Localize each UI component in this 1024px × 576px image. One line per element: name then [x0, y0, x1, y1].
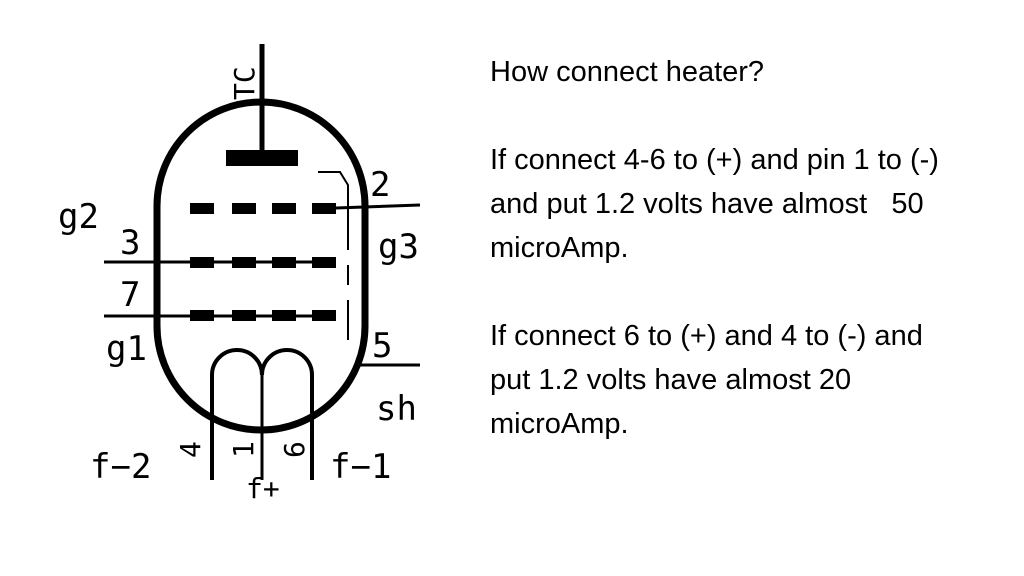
- lead-pin2: [335, 203, 421, 210]
- tube-diagram: TC g2 3 7 g1 2 g3 5 sh 4 1 6 f−2 f+ f−1: [58, 44, 421, 505]
- case2-text: If connect 6 to (+) and 4 to (-) and put…: [490, 314, 1010, 446]
- label-g2: g2: [58, 197, 99, 237]
- case1-line2: and put 1.2 volts have almost 50: [490, 188, 924, 220]
- label-pin3: 3: [120, 223, 140, 263]
- label-f-plus: f+: [246, 472, 280, 505]
- case2-line3: microAmp.: [490, 408, 629, 440]
- label-f-minus-1: f−1: [330, 447, 391, 487]
- notes-panel: How connect heater? If connect 4-6 to (+…: [490, 50, 1010, 490]
- label-pin7: 7: [120, 275, 140, 315]
- case2-line2: put 1.2 volts have almost 20: [490, 364, 852, 396]
- shield-connector: [318, 171, 349, 250]
- label-g1: g1: [106, 329, 147, 369]
- grid-g3: [190, 203, 336, 214]
- case1-line1: If connect 4-6 to (+) and pin 1 to (-): [490, 144, 939, 176]
- question-line: How connect heater?: [490, 56, 765, 88]
- case1-line3: microAmp.: [490, 232, 629, 264]
- case2-line1: If connect 6 to (+) and 4 to (-) and: [490, 320, 923, 352]
- top-cap-label: TC: [228, 66, 261, 100]
- label-pin4: 4: [174, 441, 207, 458]
- question-text: How connect heater?: [490, 50, 1010, 94]
- label-sh: sh: [376, 389, 417, 429]
- anode-plate: [226, 150, 298, 166]
- label-f-minus-2: f−2: [90, 447, 151, 487]
- label-pin5: 5: [372, 326, 392, 366]
- label-g3: g3: [378, 227, 419, 267]
- label-pin2: 2: [370, 165, 390, 205]
- label-pin1: 1: [227, 441, 260, 458]
- label-pin6: 6: [278, 441, 311, 458]
- case1-text: If connect 4-6 to (+) and pin 1 to (-) a…: [490, 138, 1010, 270]
